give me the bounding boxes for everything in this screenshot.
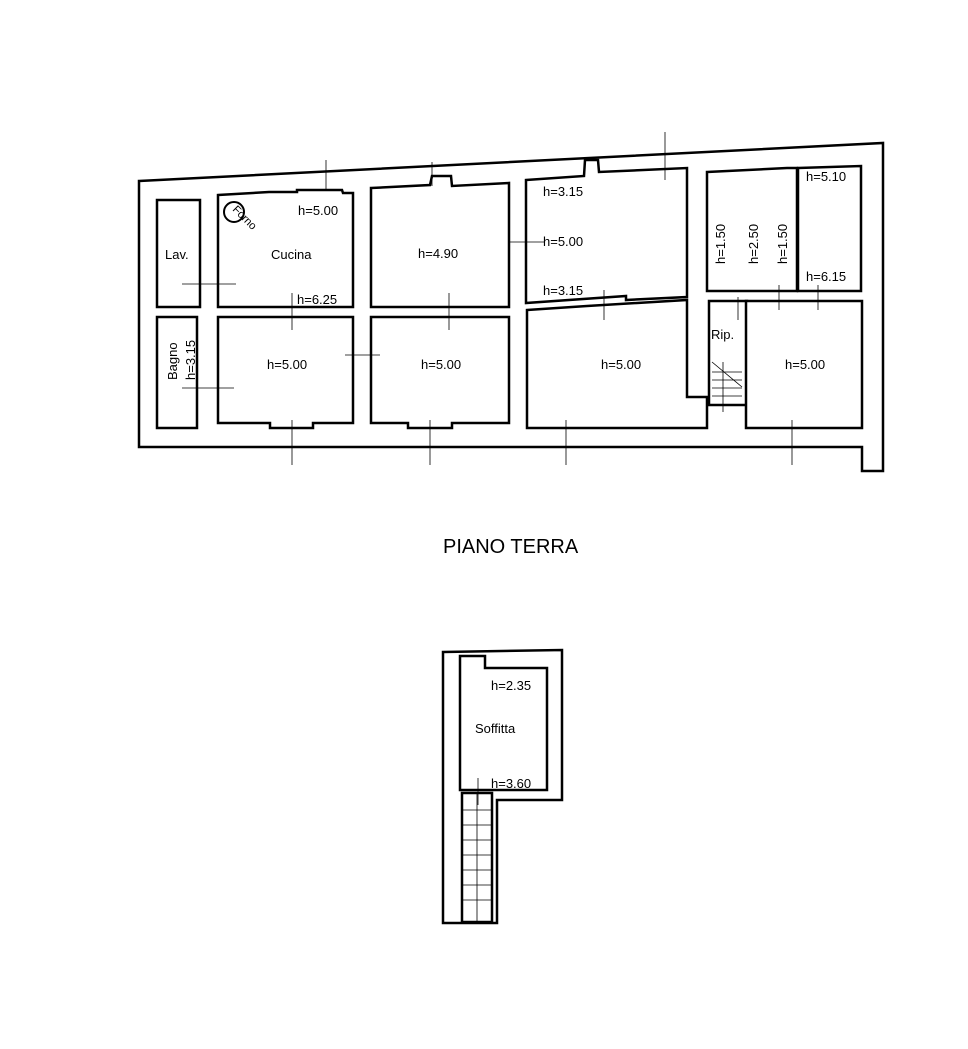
label-bagno: Bagno [165, 342, 180, 380]
room-bagno [155, 315, 199, 430]
label-room3-h-top: h=3.15 [543, 184, 583, 199]
label-room5-h-bottom: h=6.15 [806, 269, 846, 284]
room-5 [796, 164, 863, 293]
label-attic-h-top: h=2.35 [491, 678, 531, 693]
room-lower-2 [369, 315, 511, 430]
label-room4-h-c: h=1.50 [775, 224, 790, 264]
room-lower-4 [744, 299, 864, 430]
room-cucina [216, 188, 355, 309]
room-2 [369, 174, 511, 309]
room-soffitta [458, 654, 549, 792]
room-lav [155, 198, 202, 309]
label-room4-h-b: h=2.50 [746, 224, 761, 264]
label-lower2-h: h=5.00 [421, 357, 461, 372]
label-soffitta: Soffitta [475, 721, 516, 736]
label-rip: Rip. [711, 327, 734, 342]
label-room5-h-top: h=5.10 [806, 169, 846, 184]
label-room2-h: h=4.90 [418, 246, 458, 261]
label-bagno-h: h=3.15 [183, 340, 198, 380]
label-lower3-h: h=5.00 [601, 357, 641, 372]
attic-stair-treads [462, 793, 492, 922]
label-room4-h-a: h=1.50 [713, 224, 728, 264]
oven-symbol [223, 201, 245, 223]
label-attic-h-bottom: h=3.60 [491, 776, 531, 791]
ground-stairs [711, 361, 743, 412]
label-cucina-h-top: h=5.00 [298, 203, 338, 218]
label-cucina: Cucina [271, 247, 312, 262]
openings [182, 132, 819, 805]
room-lower-1 [216, 315, 355, 430]
label-lower1-h: h=5.00 [267, 357, 307, 372]
label-cucina-h-bottom: h=6.25 [297, 292, 337, 307]
label-room3-h-mid: h=5.00 [543, 234, 583, 249]
room-ripostiglio [707, 299, 749, 407]
floor-title: PIANO TERRA [443, 536, 579, 558]
label-lav: Lav. [165, 247, 189, 262]
room-3 [524, 158, 689, 305]
label-lower4-h: h=5.00 [785, 357, 825, 372]
label-room3-h-bottom: h=3.15 [543, 283, 583, 298]
